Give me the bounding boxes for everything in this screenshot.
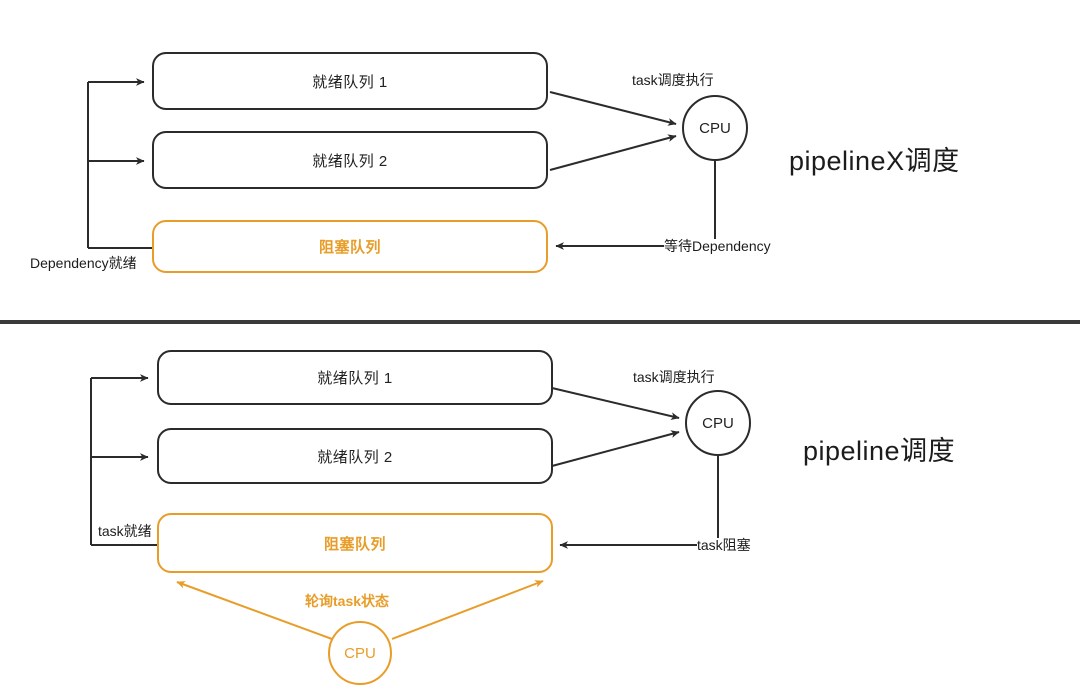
top-schedule-exec-label: task调度执行 [632, 72, 714, 89]
bottom-left-feedback-bus [90, 374, 157, 546]
top-ready-queue-2-box[interactable]: 就绪队列 2 [152, 131, 548, 189]
bottom-cpu-label: CPU [702, 414, 734, 432]
poll-cpu-arrows [176, 580, 544, 640]
bottom-task-ready-label: task就绪 [98, 523, 152, 540]
poll-cpu-label: CPU [344, 644, 376, 662]
top-cpu-circle[interactable]: CPU [682, 95, 748, 161]
top-wait-dependency-label: 等待Dependency [664, 238, 771, 255]
top-queue-to-cpu-arrows [549, 91, 677, 171]
poll-task-state-label: 轮询task状态 [305, 593, 390, 609]
top-ready-queue-1-box[interactable]: 就绪队列 1 [152, 52, 548, 110]
top-ready-queue-1-label: 就绪队列 1 [312, 73, 388, 91]
top-dependency-ready-label: Dependency就绪 [30, 255, 137, 272]
bottom-blocked-queue-box[interactable]: 阻塞队列 [157, 513, 553, 573]
top-section-title: pipelineX调度 [789, 146, 960, 176]
bottom-ready-queue-2-box[interactable]: 就绪队列 2 [157, 428, 553, 484]
bottom-cpu-to-blocked-arrow [559, 456, 719, 549]
top-cpu-to-blocked-arrow [555, 161, 716, 250]
bottom-section-title: pipeline调度 [803, 436, 956, 466]
bottom-cpu-circle[interactable]: CPU [685, 390, 751, 456]
poll-cpu-circle[interactable]: CPU [328, 621, 392, 685]
top-left-feedback-bus [87, 78, 152, 249]
bottom-ready-queue-2-label: 就绪队列 2 [317, 448, 393, 466]
top-ready-queue-2-label: 就绪队列 2 [312, 152, 388, 170]
top-blocked-queue-box[interactable]: 阻塞队列 [152, 220, 548, 273]
top-blocked-queue-label: 阻塞队列 [318, 239, 381, 256]
bottom-task-blocked-label: task阻塞 [697, 537, 751, 554]
top-cpu-label: CPU [699, 119, 731, 137]
bottom-ready-queue-1-box[interactable]: 就绪队列 1 [157, 350, 553, 405]
bottom-blocked-queue-label: 阻塞队列 [323, 535, 386, 553]
bottom-ready-queue-1-label: 就绪队列 1 [317, 370, 393, 387]
bottom-schedule-exec-label: task调度执行 [633, 369, 715, 386]
section-divider [0, 320, 1080, 324]
bottom-queue-to-cpu-arrows [551, 387, 680, 467]
